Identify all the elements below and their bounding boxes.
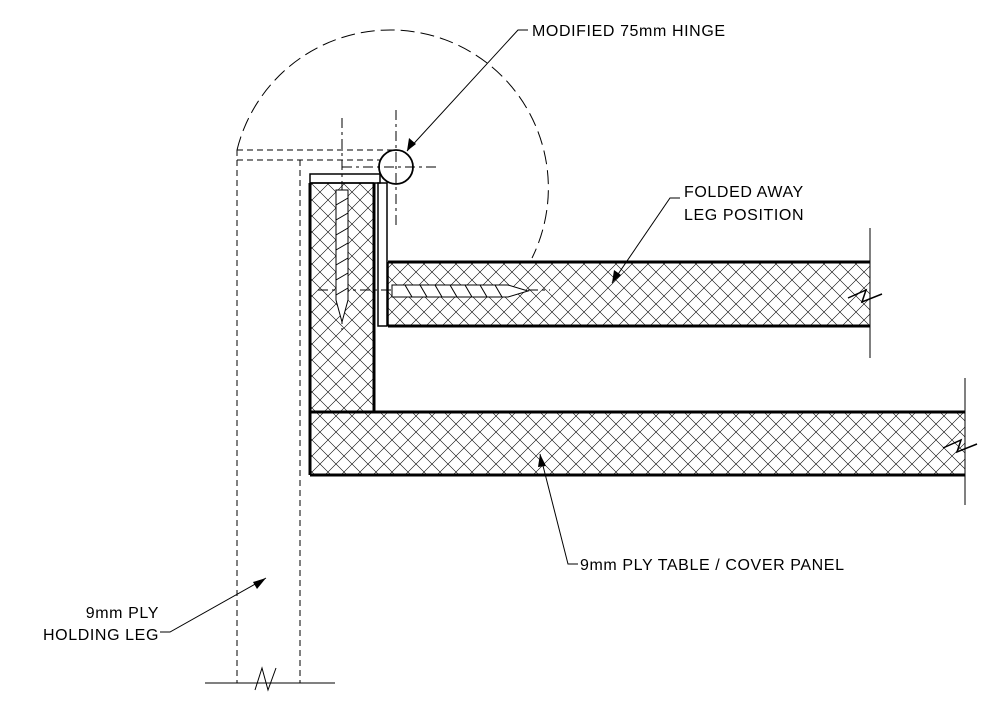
holding-leg-label-line2: HOLDING LEG (43, 627, 159, 644)
panel-label: 9mm PLY TABLE / COVER PANEL (580, 557, 845, 574)
leader-lines (160, 29, 680, 633)
table-panel-ply (310, 412, 965, 475)
hinge-label: MODIFIED 75mm HINGE (532, 23, 726, 40)
hinge-leaves (309, 173, 388, 327)
leg-swing-arc (236, 29, 549, 259)
horizontal-screw (391, 284, 530, 298)
leg-break-symbol (205, 666, 335, 692)
panel-break-symbol (942, 438, 978, 454)
folded-leg-label-line2: LEG POSITION (684, 207, 804, 224)
panel-leader (539, 453, 578, 565)
hinge-leader (406, 29, 528, 152)
vertical-screw (335, 189, 349, 324)
folded-leg-leader (611, 197, 680, 284)
holding-leg-label-line1: 9mm PLY (86, 605, 159, 622)
folded-leg-break-symbol (847, 288, 883, 304)
leader-arrowheads (253, 138, 621, 589)
folded-leg-label-line1: FOLDED AWAY (684, 184, 804, 201)
leg-leader (160, 577, 267, 633)
